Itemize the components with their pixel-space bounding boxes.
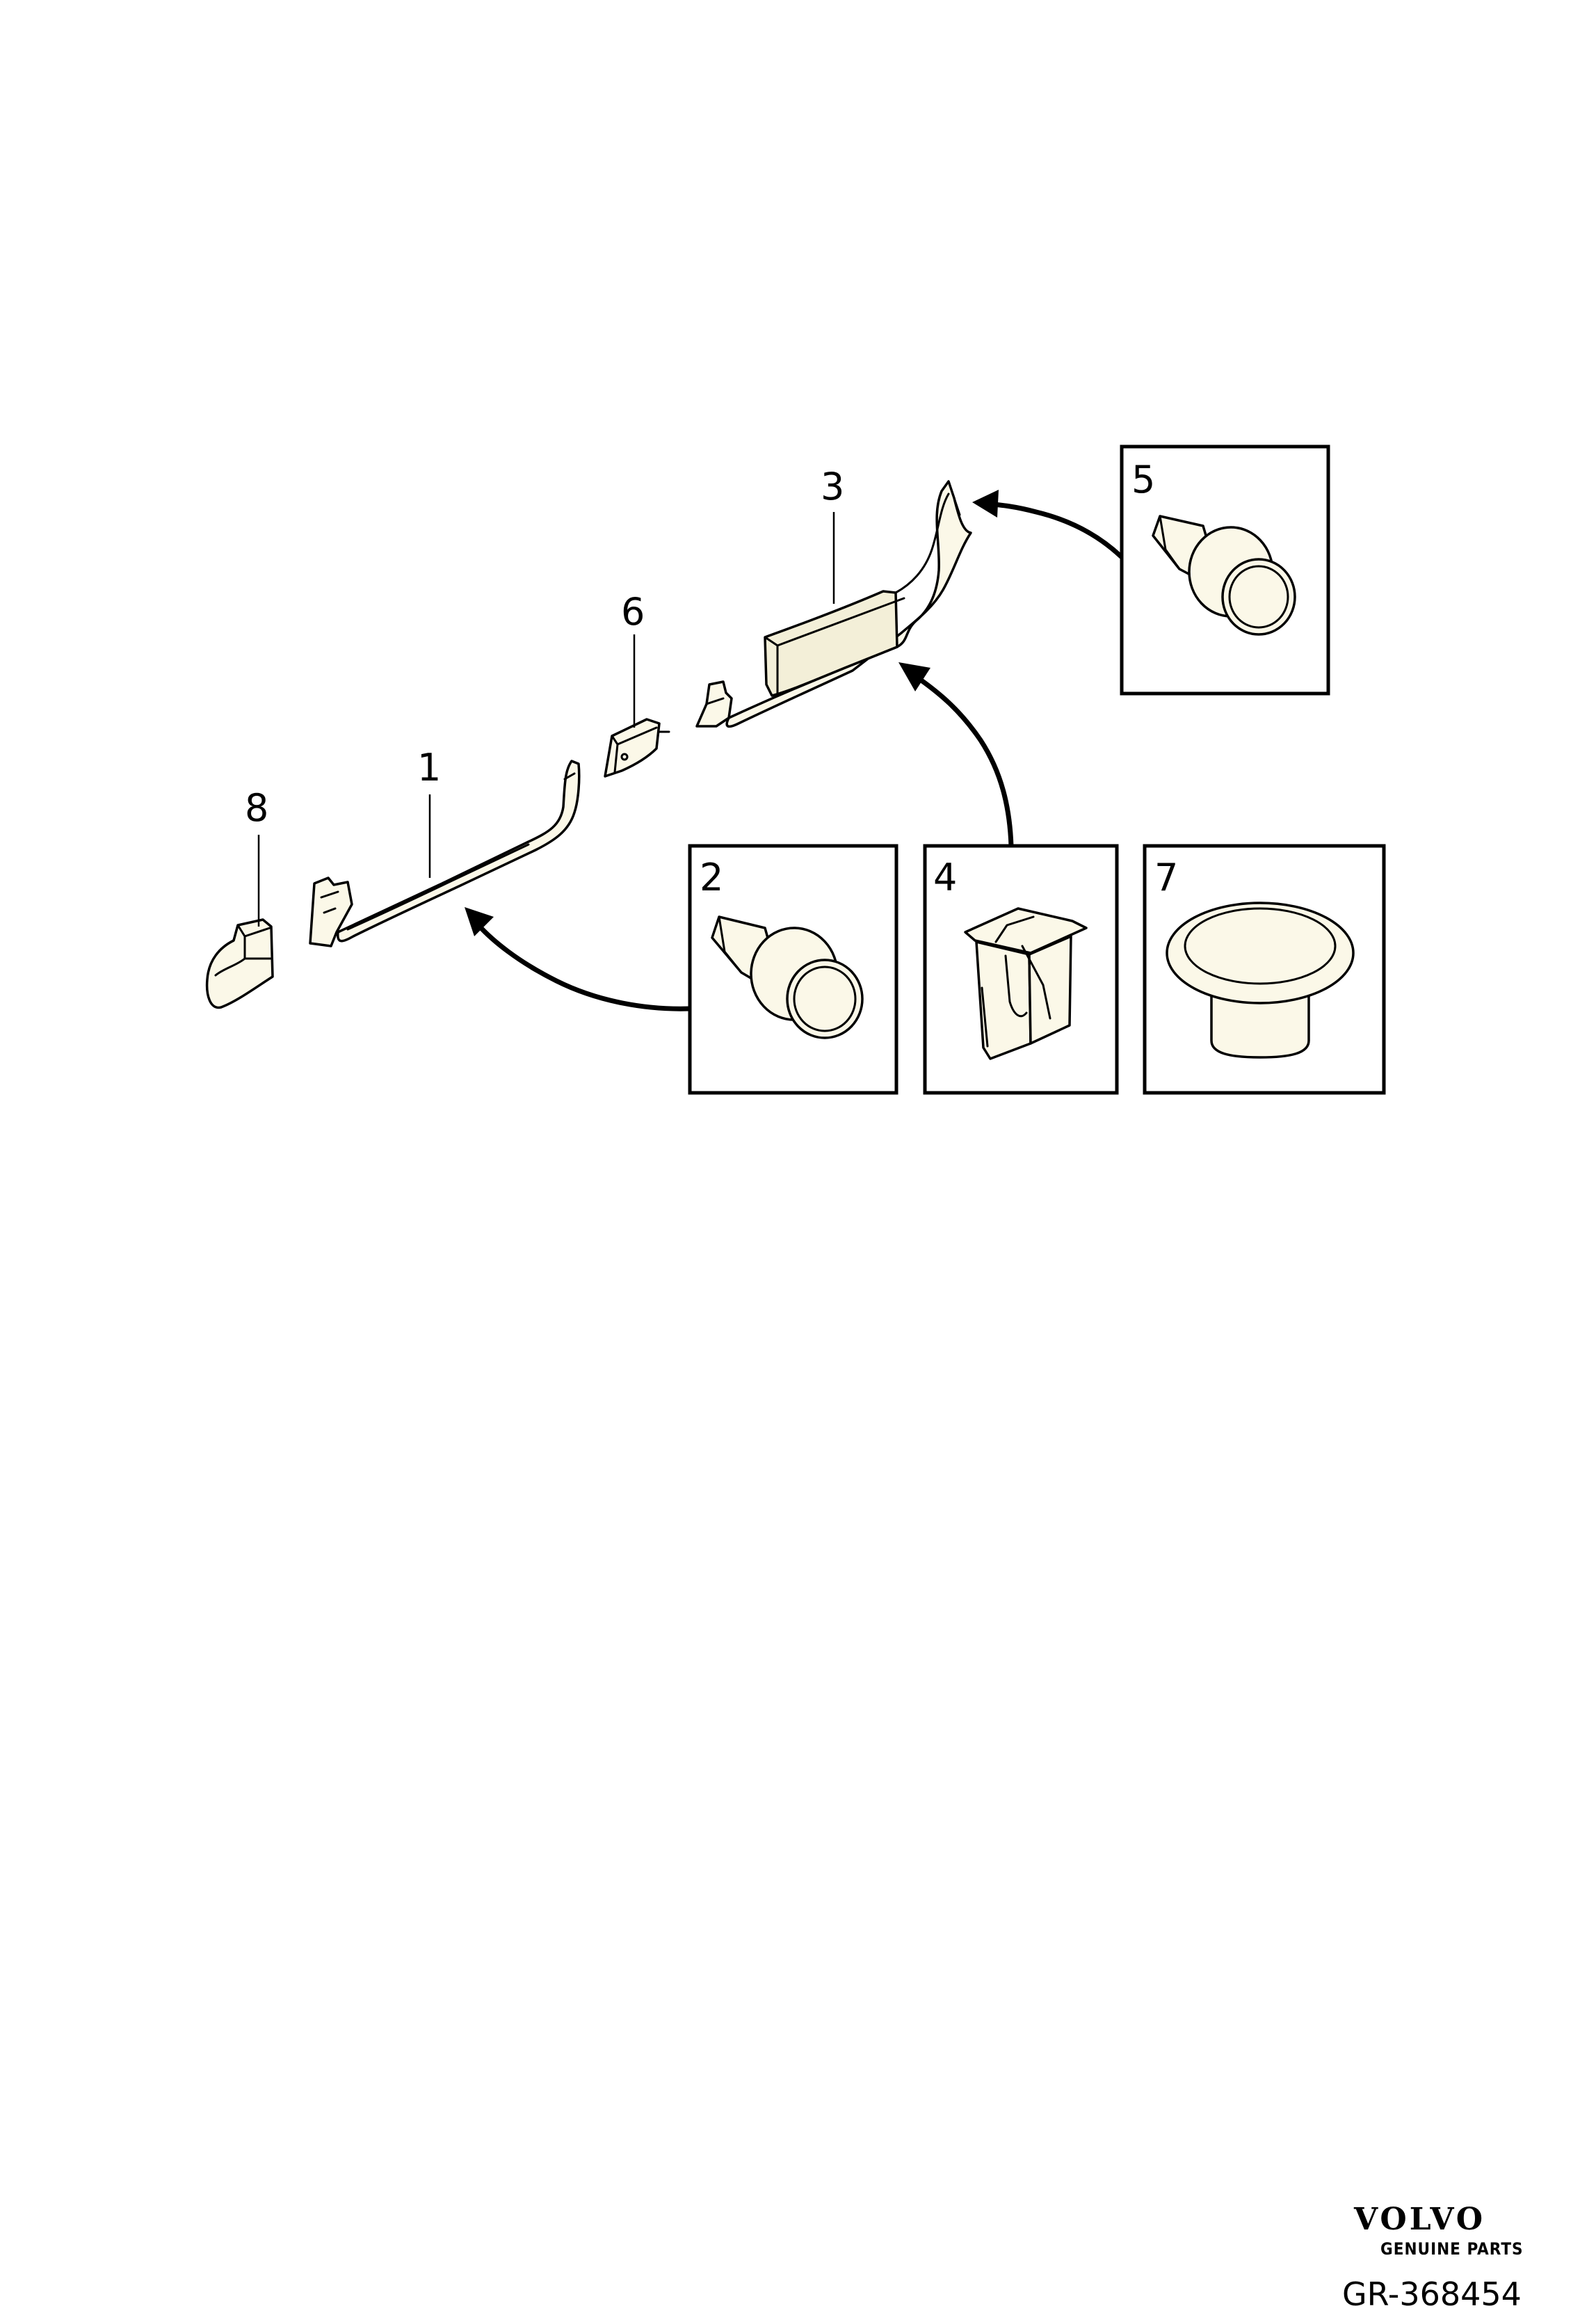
plug-cap-icon <box>1166 902 1355 1059</box>
part-6-clip-plate <box>604 718 670 778</box>
volvo-logo: VOLVO GENUINE PARTS <box>1353 2202 1524 2259</box>
inset-2-number: 2 <box>700 856 723 899</box>
arrow-inset4-to-part3 <box>898 662 1014 849</box>
push-clip-icon <box>1152 515 1296 636</box>
arrow-inset5-to-part3 <box>972 490 1124 559</box>
inset-4-number: 4 <box>933 856 957 899</box>
push-clip-icon <box>711 915 864 1039</box>
diagram-reference-code: GR-368454 <box>1342 2275 1522 2313</box>
arrow-inset2-to-part1 <box>465 907 693 1011</box>
callout-3: 3 <box>821 465 844 509</box>
callout-8: 8 <box>245 786 268 830</box>
spring-clip-icon <box>964 907 1088 1060</box>
inset-5-number: 5 <box>1131 458 1155 502</box>
inset-5: 5 <box>1120 445 1330 696</box>
part-1-sill-strip-front <box>309 760 581 947</box>
inset-7: 7 <box>1143 844 1386 1095</box>
callout-1: 1 <box>417 746 441 790</box>
brand-logo-word: VOLVO <box>1353 2202 1485 2237</box>
inset-2: 2 <box>688 844 898 1095</box>
callout-6: 6 <box>621 590 645 634</box>
part-3-sill-panel-rear <box>695 480 972 728</box>
inset-7-number: 7 <box>1154 856 1178 899</box>
brand-tagline: GENUINE PARTS <box>1380 2239 1524 2259</box>
inset-4: 4 <box>923 844 1119 1095</box>
part-8-end-cap <box>205 918 274 1009</box>
